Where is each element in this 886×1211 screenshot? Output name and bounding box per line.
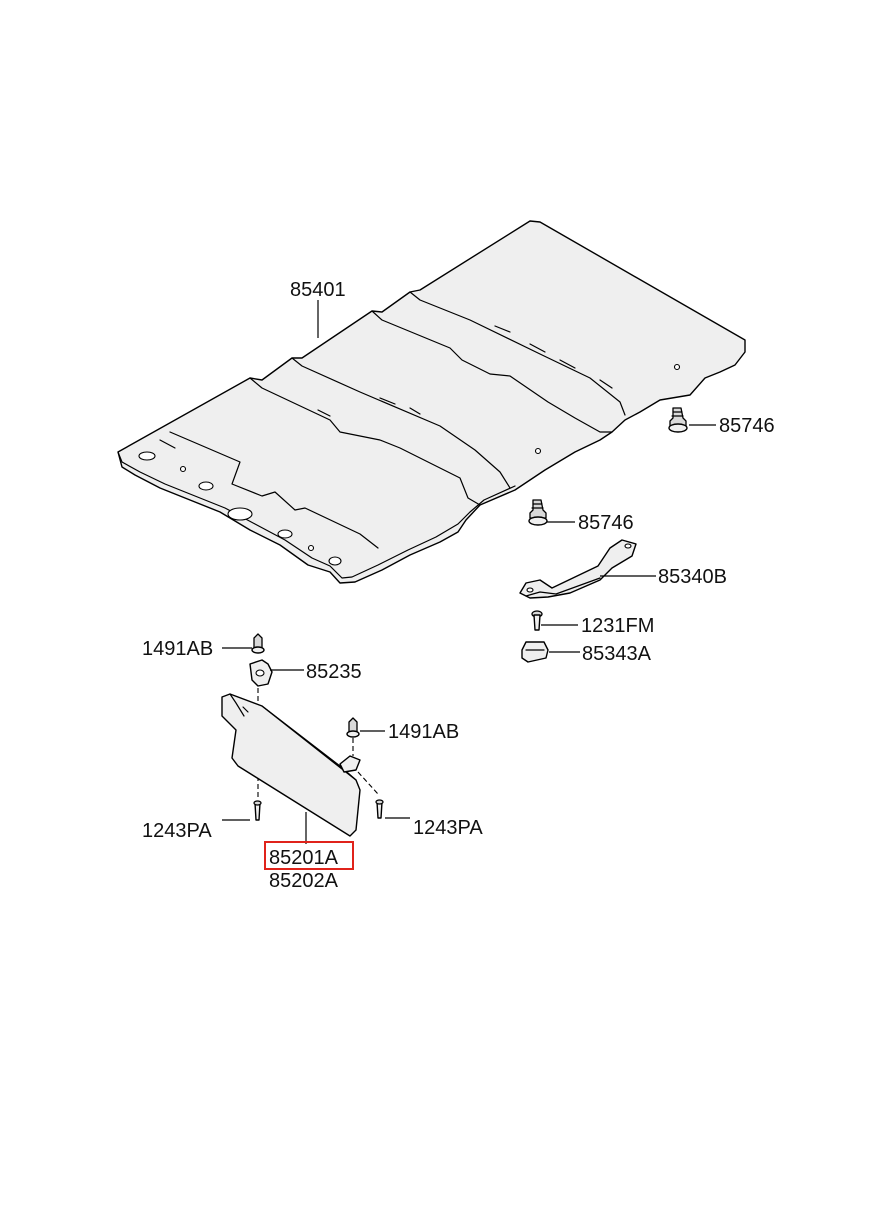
label-85201a[interactable]: 85201A [269,847,339,869]
label-1243pa-right[interactable]: 1243PA [413,817,483,839]
label-1243pa-left[interactable]: 1243PA [142,820,212,842]
sunvisor[interactable] [221,693,361,837]
label-85746-upper[interactable]: 85746 [719,415,775,437]
label-1491ab-right[interactable]: 1491AB [388,721,459,743]
highlight-box [264,841,354,870]
visor-holder[interactable] [249,659,273,687]
bolt-icon-left[interactable] [251,633,265,654]
screw-icon-right[interactable] [375,799,384,819]
screw-icon-handle[interactable] [531,610,543,631]
headlining-panel[interactable] [117,220,746,584]
assist-handle[interactable] [519,539,637,599]
label-1231fm[interactable]: 1231FM [581,615,654,637]
guide-line-right-lower [357,771,379,795]
visor-pivot-bracket [339,755,361,773]
label-85401[interactable]: 85401 [290,279,346,301]
label-85235[interactable]: 85235 [306,661,362,683]
label-85340b[interactable]: 85340B [658,566,727,588]
label-1491ab-left[interactable]: 1491AB [142,638,213,660]
bolt-icon-right[interactable] [346,717,360,738]
label-85202a[interactable]: 85202A [269,870,339,892]
clip-icon-lower[interactable] [528,499,548,526]
screw-icon-left[interactable] [253,800,262,821]
label-85746-lower[interactable]: 85746 [578,512,634,534]
clip-icon-upper[interactable] [668,407,688,433]
cap-icon-handle[interactable] [521,641,549,663]
label-85343a[interactable]: 85343A [582,643,652,665]
leader-lines [222,300,716,844]
